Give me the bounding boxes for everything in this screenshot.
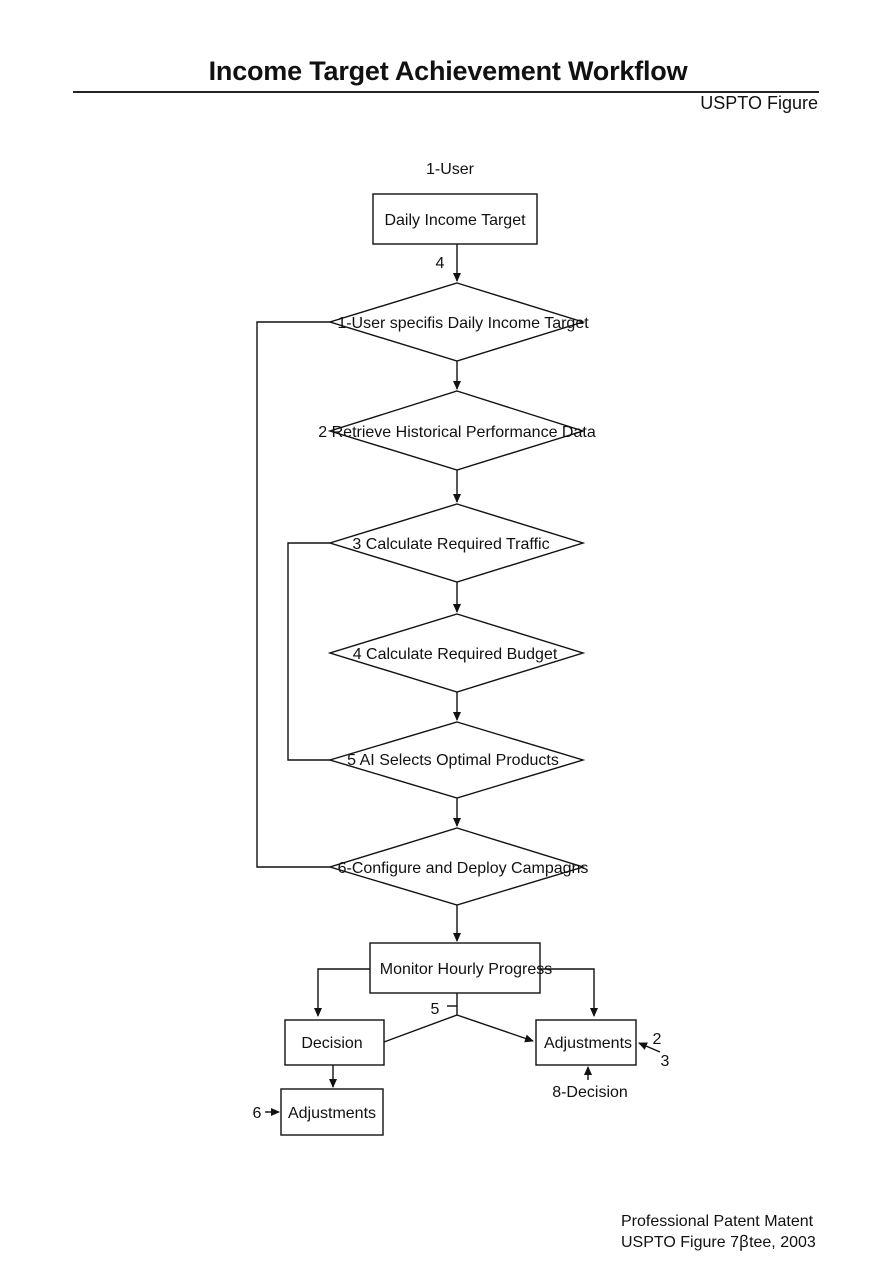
- right-ref-b: 3: [661, 1053, 670, 1070]
- right-ref-a: 2: [653, 1031, 662, 1048]
- connector: [540, 968, 598, 1017]
- left-decision-box: [284, 1019, 385, 1066]
- inner-loop-line: [287, 542, 330, 761]
- connector: [314, 968, 370, 1017]
- start-box: [372, 193, 538, 245]
- outer-loop-line: [256, 321, 330, 868]
- right-decision-label: 8-Decision: [552, 1084, 628, 1101]
- step-2-label: 2 Retrieve Historical Performance Data: [318, 424, 596, 441]
- step-3-label: 3 Calculate Required Traffic: [352, 536, 549, 553]
- top-label: 1-User: [426, 161, 475, 178]
- step-6-label: 6-Configure and Deploy Campagns: [338, 860, 589, 877]
- step-1-label: 1-User specifis Daily Income Target: [337, 315, 589, 332]
- connector: [456, 1014, 534, 1043]
- footer-line-1: Professional Patent Matent: [621, 1213, 814, 1230]
- footer-line-2: USPTO Figure 7ꞵtee, 2003: [621, 1234, 816, 1251]
- connector: [383, 1014, 458, 1043]
- diagram-title: Income Target Achievement Workflow: [208, 56, 688, 86]
- start-box-label: Daily Income Target: [384, 212, 526, 229]
- right-adjustments-label: Adjustments: [544, 1035, 632, 1052]
- branch-ref: 5: [431, 1001, 440, 1018]
- monitor-box-label: Monitor Hourly Progress: [380, 961, 553, 978]
- diagram-subtitle: USPTO Figure: [700, 93, 818, 113]
- step-4-label: 4 Calculate Required Budget: [353, 646, 558, 663]
- start-ref: 4: [436, 255, 445, 272]
- left-ref: 6: [253, 1105, 262, 1122]
- step-5-label: 5 AI Selects Optimal Products: [347, 752, 559, 769]
- footer-block: Professional Patent Matent USPTO Figure …: [621, 1211, 816, 1253]
- left-adjustments-box: [280, 1088, 384, 1136]
- title-rule: [73, 91, 819, 93]
- left-adjustments-label: Adjustments: [288, 1105, 376, 1122]
- left-decision-label: Decision: [301, 1035, 362, 1052]
- right-adjustments-box: [535, 1019, 637, 1066]
- connector: [638, 1042, 661, 1053]
- monitor-box: [369, 942, 541, 994]
